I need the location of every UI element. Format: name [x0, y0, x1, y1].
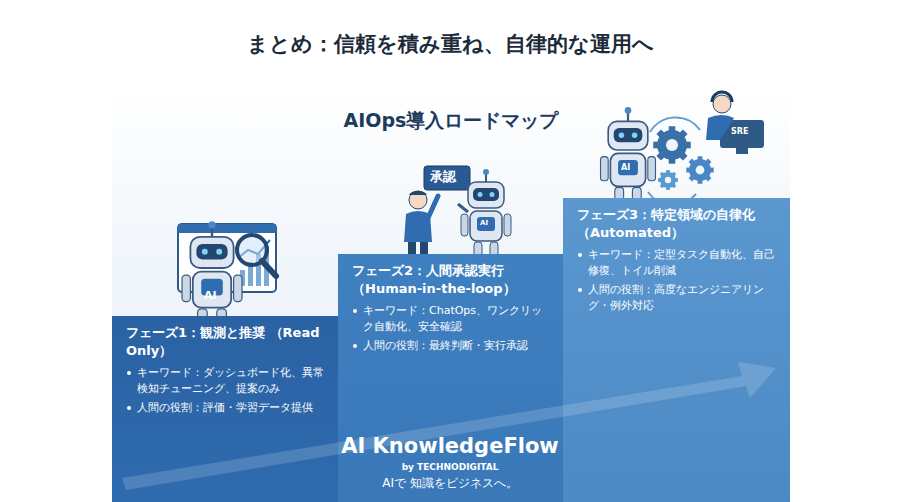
robot-figure	[182, 221, 242, 328]
phase-bullet: キーワード：ChatOps、ワンクリック自動化、安全確認	[352, 303, 551, 335]
panel-heading: AIOps導入ロードマップ	[112, 108, 790, 134]
phase-heading: フェーズ3：特定領域の自律化 （Automated）	[577, 206, 778, 242]
phase-bullet: キーワード：ダッシュボード化、異常検知チューニング、提案のみ	[126, 365, 326, 397]
figure-tag: AI	[480, 219, 488, 227]
phase-heading: フェーズ1：観測と推奨 （Read Only）	[126, 324, 326, 360]
figure-tag: SRE	[731, 127, 748, 137]
gear-icon	[686, 156, 714, 184]
phase-step: フェーズ3：特定領域の自律化 （Automated） キーワード：定型タスク自動化…	[563, 198, 790, 502]
figure-tag: 承認	[430, 169, 456, 185]
robot-figure	[601, 107, 656, 205]
gear-icon	[658, 170, 678, 190]
phase-heading: フェーズ2：人間承認実行 （Human-in-the-loop）	[352, 262, 551, 298]
phase-step: フェーズ1：観測と推奨 （Read Only） キーワード：ダッシュボード化、異常…	[112, 316, 338, 502]
robot-figure	[461, 169, 511, 258]
gear-icon	[653, 126, 691, 164]
brand-text: AIで 知識をビジネスへ。	[382, 476, 518, 490]
phase-bullet: キーワード：定型タスク自動化、自己修復、トイル削減	[577, 247, 778, 279]
brand-text: AI KnowledgeFlow	[341, 434, 559, 459]
phase-bullet: 人間の役割：高度なエンジニアリング・例外対応	[577, 282, 778, 314]
figure-tag: AI	[621, 163, 630, 173]
phase-bullet: 人間の役割：最終判断・実行承認	[352, 338, 551, 354]
page-title: まとめ：信頼を積み重ね、自律的な運用へ	[0, 30, 900, 58]
brand-text: by TECHNODIGITAL	[402, 462, 499, 473]
figure-tag: AI	[204, 289, 217, 302]
phase-bullet: 人間の役割：評価・学習データ提供	[126, 400, 326, 416]
